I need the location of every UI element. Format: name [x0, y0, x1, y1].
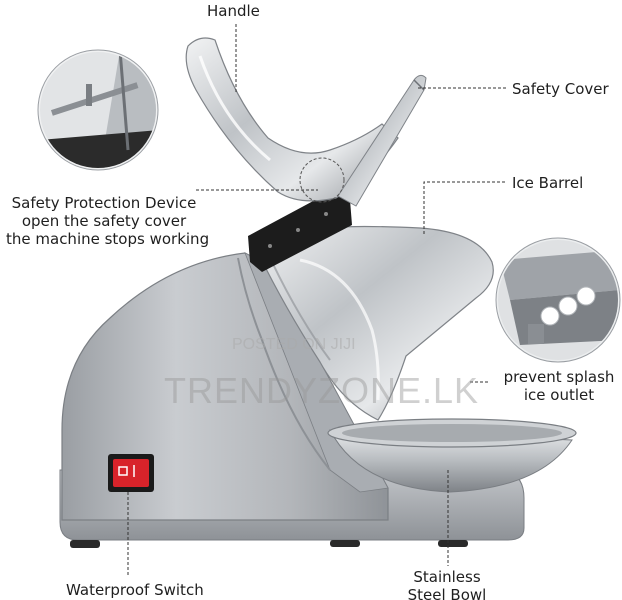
- label-steel-bowl: Stainless Steel Bowl: [392, 568, 502, 600]
- label-steel-bowl-line1: Stainless: [413, 568, 481, 586]
- label-waterproof-switch: Waterproof Switch: [66, 581, 204, 599]
- waterproof-switch: [108, 454, 154, 492]
- label-ice-barrel: Ice Barrel: [512, 174, 584, 192]
- watermark-brand: TRENDYZONE.LK: [164, 370, 480, 411]
- label-steel-bowl-line2: Steel Bowl: [407, 586, 487, 600]
- label-ice-outlet-line2: ice outlet: [523, 386, 595, 404]
- label-ice-outlet-line1: prevent splash: [503, 368, 615, 386]
- safety-device-marker: [299, 157, 345, 203]
- ice-outlet-inset: [495, 237, 621, 363]
- label-safety-device-line2: open the safety cover: [21, 212, 187, 230]
- watermark-posted: POSTED ON JIJI: [232, 336, 356, 353]
- steel-bowl: [327, 418, 577, 493]
- label-handle: Handle: [207, 2, 260, 20]
- label-safety-device-line1: Safety Protection Device: [11, 194, 197, 212]
- label-ice-outlet: prevent splash ice outlet: [496, 368, 622, 404]
- label-safety-device-line3: the machine stops working: [6, 230, 210, 248]
- leader-lines: [127, 24, 506, 575]
- safety-cover: [337, 74, 427, 207]
- label-safety-device: Safety Protection Device open the safety…: [6, 194, 210, 248]
- label-safety-cover: Safety Cover: [512, 80, 609, 98]
- safety-device-inset: [37, 49, 159, 171]
- handle: [185, 37, 399, 202]
- ice-barrel: [251, 225, 494, 421]
